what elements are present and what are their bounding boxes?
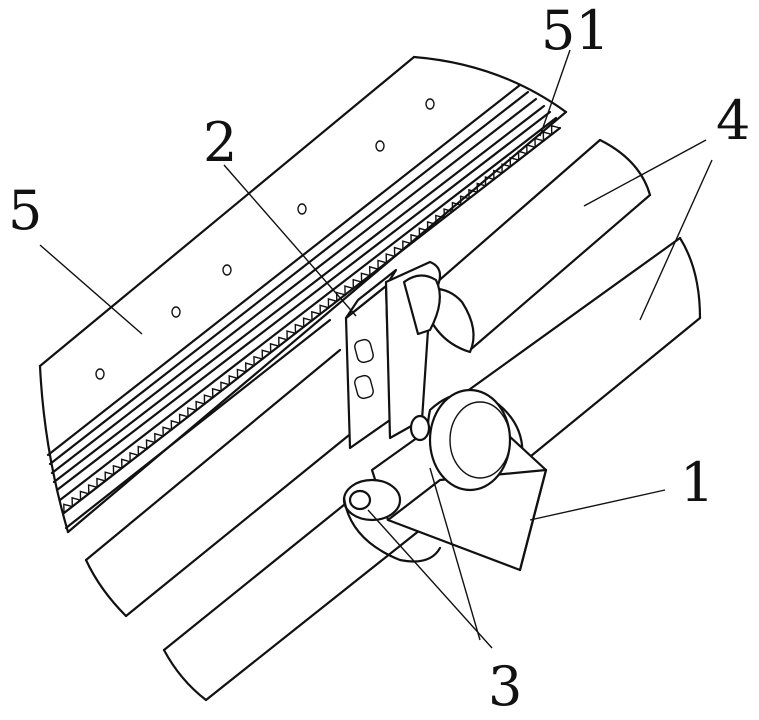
label-block: 1	[680, 451, 715, 514]
rack	[46, 83, 562, 515]
support-saddle	[384, 260, 442, 440]
rack-teeth	[63, 124, 561, 514]
label-plate: 5	[8, 179, 43, 242]
label-bracket: 2	[203, 111, 238, 174]
label-rods: 4	[716, 89, 751, 152]
leader-lines	[39, 49, 713, 649]
label-rack: 51	[541, 0, 610, 62]
bracket	[344, 268, 398, 450]
guide-beams	[64, 318, 422, 702]
upper-rod	[418, 138, 652, 354]
bearing-block	[342, 388, 548, 572]
label-bearings: 3	[488, 655, 523, 718]
plate-holes	[95, 98, 435, 380]
